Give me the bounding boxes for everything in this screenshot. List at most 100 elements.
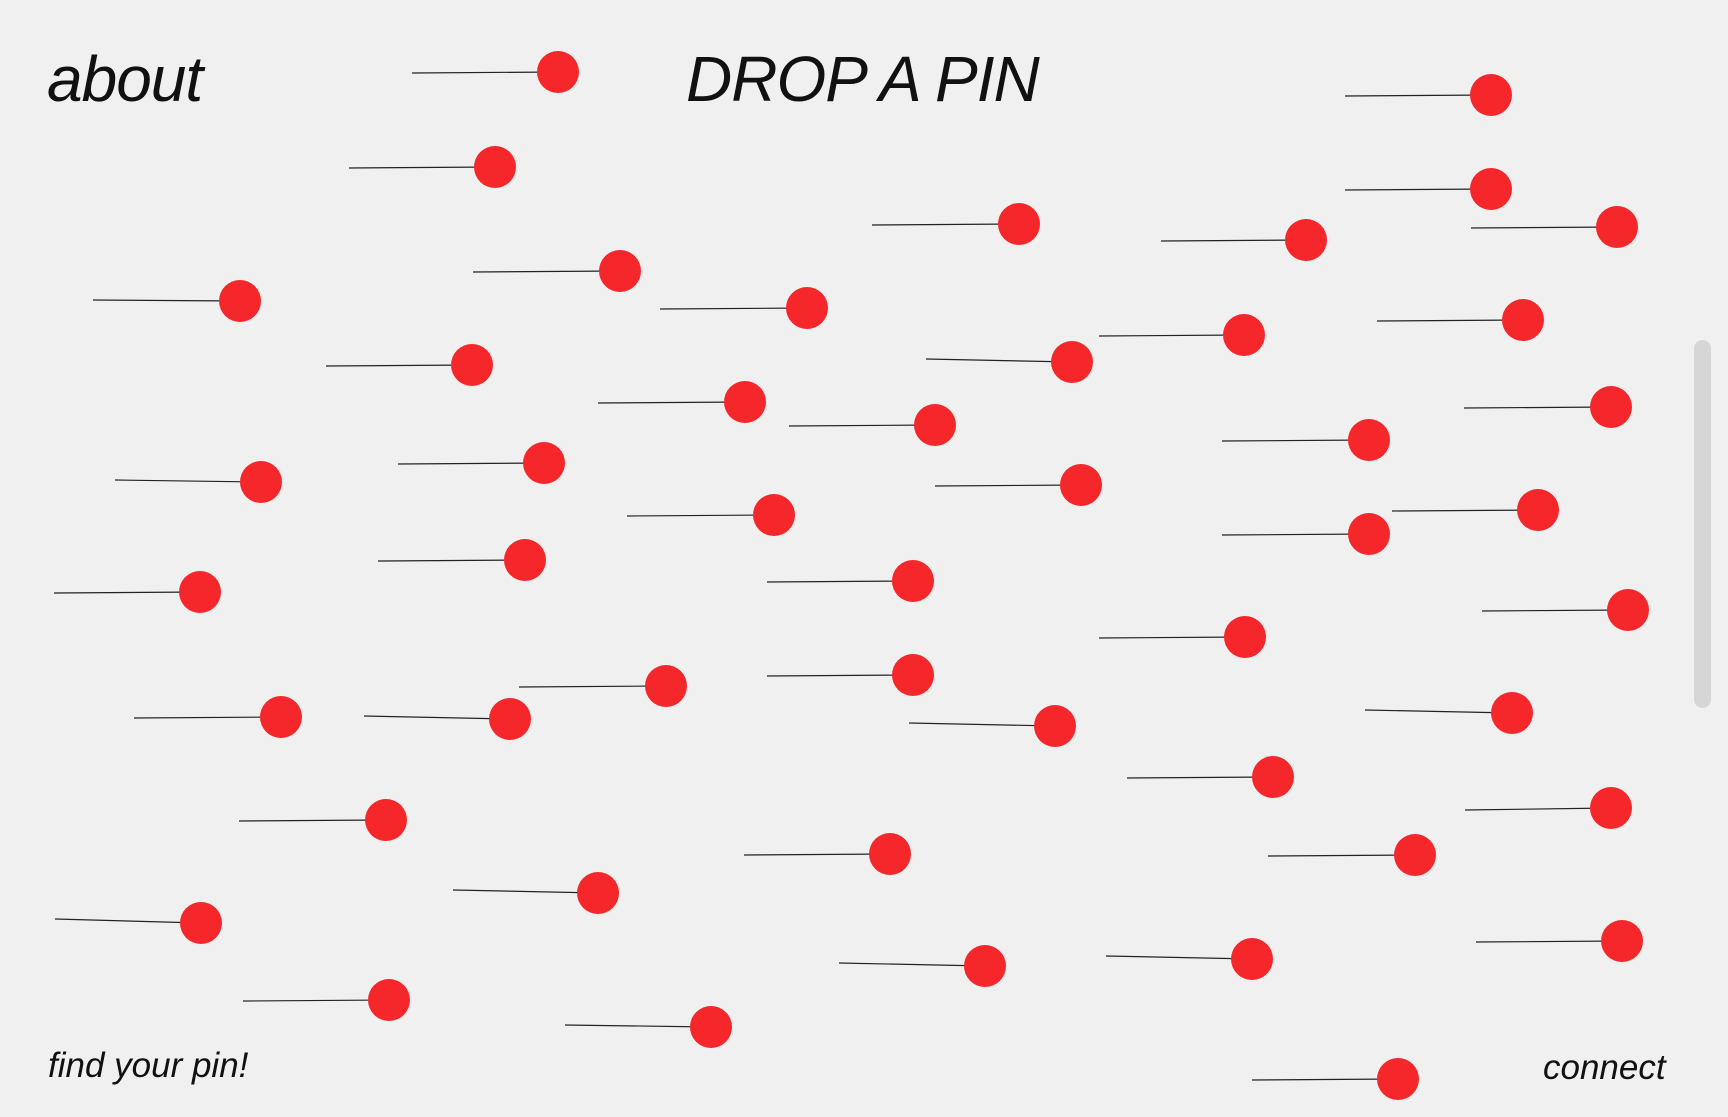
about-link[interactable]: about [47,43,203,115]
pin-head[interactable] [1470,168,1512,210]
pin[interactable] [133,696,302,738]
pin[interactable] [1376,299,1544,341]
pin[interactable] [1105,938,1273,980]
pin[interactable] [1481,589,1649,631]
pin-head[interactable] [489,698,531,740]
pin[interactable] [1251,1058,1419,1100]
pin-head[interactable] [753,494,795,536]
pin[interactable] [242,979,410,1021]
pin-head[interactable] [1252,756,1294,798]
pin-head[interactable] [869,833,911,875]
pin[interactable] [1391,489,1559,531]
pin[interactable] [1098,314,1265,356]
pin-head[interactable] [1601,920,1643,962]
pin[interactable] [1344,168,1512,210]
pin-head[interactable] [504,539,546,581]
pin-head[interactable] [180,902,222,944]
pin-head[interactable] [219,280,261,322]
pin[interactable] [743,833,911,875]
pin[interactable] [377,539,546,581]
pin[interactable] [397,442,565,484]
pin-head[interactable] [240,461,282,503]
pin[interactable] [1470,206,1638,248]
pin-head[interactable] [645,665,687,707]
pin[interactable] [472,250,641,292]
pin[interactable] [1364,692,1533,734]
pin[interactable] [54,902,222,944]
pin-head[interactable] [577,872,619,914]
pin-head[interactable] [892,654,934,696]
pin-head[interactable] [1491,692,1533,734]
pin-head[interactable] [1377,1058,1419,1100]
pin[interactable] [1463,386,1632,428]
pin-head[interactable] [1596,206,1638,248]
pin[interactable] [1464,787,1632,829]
pin[interactable] [114,461,282,503]
pin-head[interactable] [892,560,934,602]
pin[interactable] [1126,756,1294,798]
pin[interactable] [1344,74,1512,116]
pin[interactable] [1475,920,1643,962]
pin-head[interactable] [786,287,828,329]
pin[interactable] [452,872,619,914]
pin-head[interactable] [1394,834,1436,876]
pin[interactable] [1267,834,1436,876]
pin-head[interactable] [451,344,493,386]
pin-head[interactable] [1060,464,1102,506]
pin-head[interactable] [1231,938,1273,980]
pin-head[interactable] [599,250,641,292]
pin-head[interactable] [998,203,1040,245]
pin[interactable] [766,654,934,696]
pin-head[interactable] [260,696,302,738]
pin-head[interactable] [964,945,1006,987]
pin-head[interactable] [365,799,407,841]
pin[interactable] [626,494,795,536]
pin[interactable] [411,51,579,93]
pin-head[interactable] [1348,419,1390,461]
find-your-pin-link[interactable]: find your pin! [48,1046,249,1085]
pin[interactable] [925,341,1093,383]
connect-link[interactable]: connect [1543,1048,1666,1087]
pin[interactable] [1160,219,1327,261]
pin[interactable] [659,287,828,329]
pin[interactable] [908,705,1076,747]
pin-head[interactable] [1285,219,1327,261]
pin[interactable] [92,280,261,322]
pin[interactable] [1221,419,1390,461]
pin-head[interactable] [1590,386,1632,428]
pin-head[interactable] [537,51,579,93]
pin[interactable] [348,146,516,188]
pin[interactable] [325,344,493,386]
pin-head[interactable] [523,442,565,484]
pin-head[interactable] [1051,341,1093,383]
pin-head[interactable] [1348,513,1390,555]
pin-head[interactable] [690,1006,732,1048]
pin[interactable] [838,945,1006,987]
scrollbar-thumb[interactable] [1694,340,1711,708]
pin-head[interactable] [368,979,410,1021]
pin-head[interactable] [474,146,516,188]
pin[interactable] [871,203,1040,245]
pin[interactable] [1098,616,1266,658]
pin-head[interactable] [1517,489,1559,531]
pin-head[interactable] [1470,74,1512,116]
pin-head[interactable] [1223,314,1265,356]
pin-head[interactable] [1502,299,1544,341]
pin[interactable] [934,464,1102,506]
pin-head[interactable] [1224,616,1266,658]
pin-head[interactable] [1607,589,1649,631]
pin[interactable] [766,560,934,602]
pin[interactable] [597,381,766,423]
pin[interactable] [363,698,531,740]
pin[interactable] [53,571,221,613]
pin[interactable] [1221,513,1390,555]
pin-head[interactable] [179,571,221,613]
pin[interactable] [238,799,407,841]
pin[interactable] [518,665,687,707]
pin-head[interactable] [1590,787,1632,829]
pin-head[interactable] [724,381,766,423]
pin-head[interactable] [1034,705,1076,747]
pin[interactable] [788,404,956,446]
pin[interactable] [564,1006,732,1048]
pin-head[interactable] [914,404,956,446]
